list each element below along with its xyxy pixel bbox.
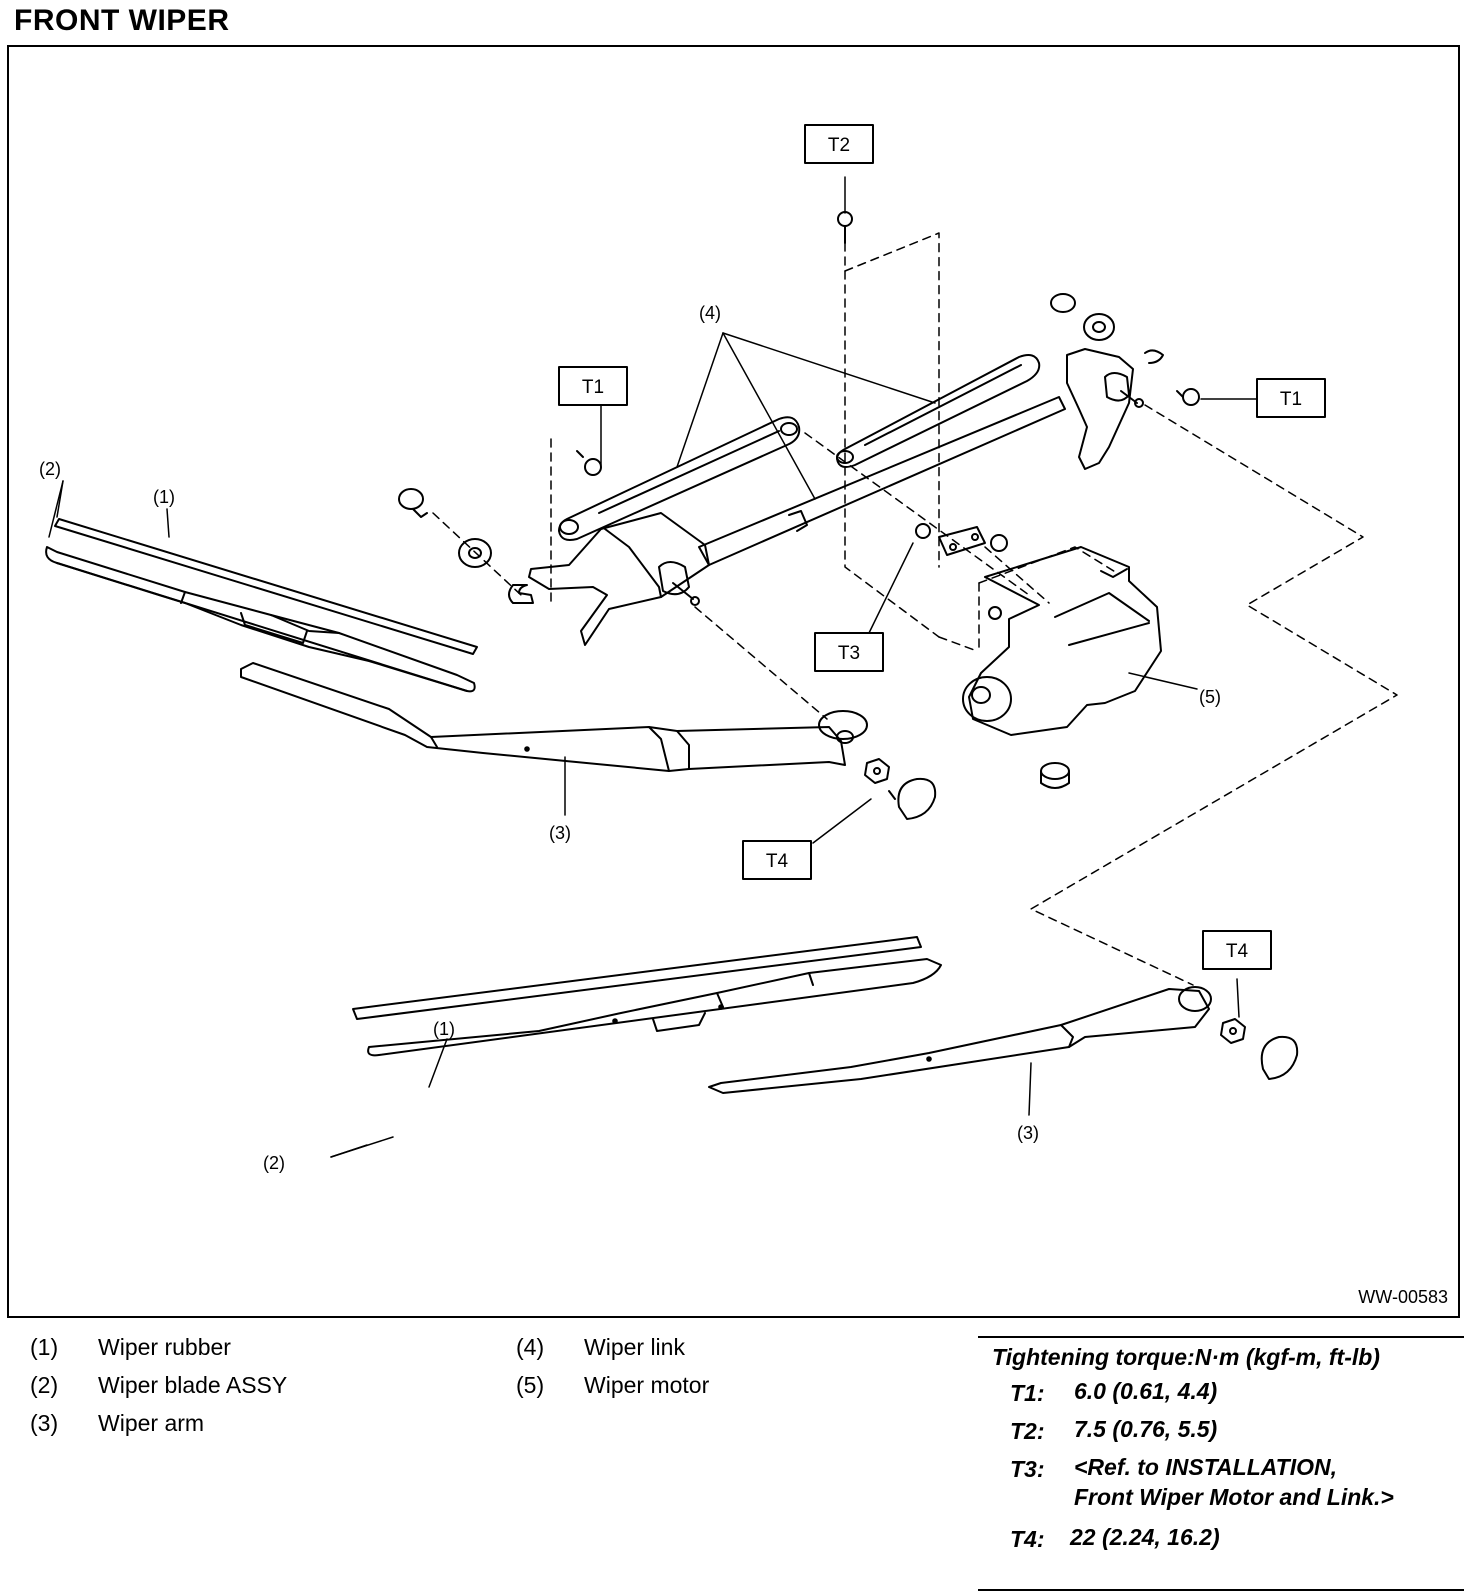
torque-value: <Ref. to INSTALLATION, <box>1074 1454 1337 1480</box>
torque-heading: Tightening torque:N·m (kgf-m, ft-lb) <box>992 1344 1380 1370</box>
upper-left-wiper-arm <box>240 662 868 772</box>
alignment-dashed-lines <box>432 232 1398 986</box>
linkage-fasteners <box>398 211 1200 604</box>
legend-label: Wiper arm <box>98 1410 205 1436</box>
svg-text:T2: T2 <box>828 135 850 156</box>
legend-label: Wiper rubber <box>98 1334 231 1360</box>
torque-value-line2: Front Wiper Motor and Link.> <box>1074 1484 1394 1510</box>
torque-key: T3: <box>1010 1456 1045 1482</box>
legend-num: (3) <box>30 1410 59 1436</box>
lower-wiper-blade <box>352 936 942 1057</box>
svg-text:T3: T3 <box>838 643 860 664</box>
torque-value: 22 (2.24, 16.2) <box>1070 1524 1220 1550</box>
torque-tag-t3: T3 <box>814 632 884 672</box>
torque-tag-t4-lower: T4 <box>1202 930 1272 970</box>
legend-label: Wiper link <box>584 1334 685 1360</box>
svg-text:T4: T4 <box>766 851 789 872</box>
diagram-frame: (2) (1) (4) (3) (5) (1) (2) (3) T2 T1 T1… <box>7 45 1460 1318</box>
legend-label: Wiper motor <box>584 1372 710 1398</box>
torque-rule-top <box>978 1336 1464 1338</box>
wiper-link-assembly <box>528 348 1144 646</box>
motor-bracket-plate <box>915 523 1008 556</box>
torque-key: T4: <box>1010 1526 1045 1552</box>
torque-key: T2: <box>1010 1418 1045 1444</box>
torque-tag-t4-upper: T4 <box>742 840 812 880</box>
callout-3-lower: (3) <box>1017 1123 1039 1143</box>
page-title: FRONT WIPER <box>14 4 230 37</box>
lower-pivot-nut-and-cap <box>1220 1018 1299 1080</box>
torque-tag-t2: T2 <box>804 124 874 164</box>
torque-tag-t1-left: T1 <box>558 366 628 406</box>
callout-2-lower: (2) <box>263 1153 285 1173</box>
figure-id: WW-00583 <box>1358 1287 1448 1307</box>
exploded-view-diagram: (2) (1) (4) (3) (5) (1) (2) (3) T2 T1 T1… <box>39 124 1398 1173</box>
callout-3-upper: (3) <box>549 823 571 843</box>
lower-wiper-arm <box>708 986 1212 1094</box>
legend-num: (2) <box>30 1372 59 1398</box>
svg-text:T1: T1 <box>582 377 604 398</box>
callout-1-lower: (1) <box>433 1019 455 1039</box>
upper-left-wiper-blade <box>45 518 478 693</box>
torque-value: 6.0 (0.61, 4.4) <box>1074 1378 1218 1404</box>
wiper-motor <box>962 546 1162 789</box>
callout-4: (4) <box>699 303 721 323</box>
legend-label: Wiper blade ASSY <box>98 1372 288 1398</box>
torque-rule-bottom <box>978 1589 1464 1591</box>
callout-2-upper: (2) <box>39 459 61 479</box>
callout-5: (5) <box>1199 687 1221 707</box>
callout-1-upper: (1) <box>153 487 175 507</box>
torque-tag-t1-right: T1 <box>1256 378 1326 418</box>
legend-num: (5) <box>516 1372 545 1398</box>
svg-text:T4: T4 <box>1226 941 1249 962</box>
torque-value: 7.5 (0.76, 5.5) <box>1074 1416 1218 1442</box>
torque-key: T1: <box>1010 1380 1045 1406</box>
legend-num: (4) <box>516 1334 545 1360</box>
legend-num: (1) <box>30 1334 59 1360</box>
leader-lines <box>48 176 1258 1158</box>
upper-pivot-nut-and-cap <box>864 758 937 820</box>
svg-text:T1: T1 <box>1280 389 1302 410</box>
